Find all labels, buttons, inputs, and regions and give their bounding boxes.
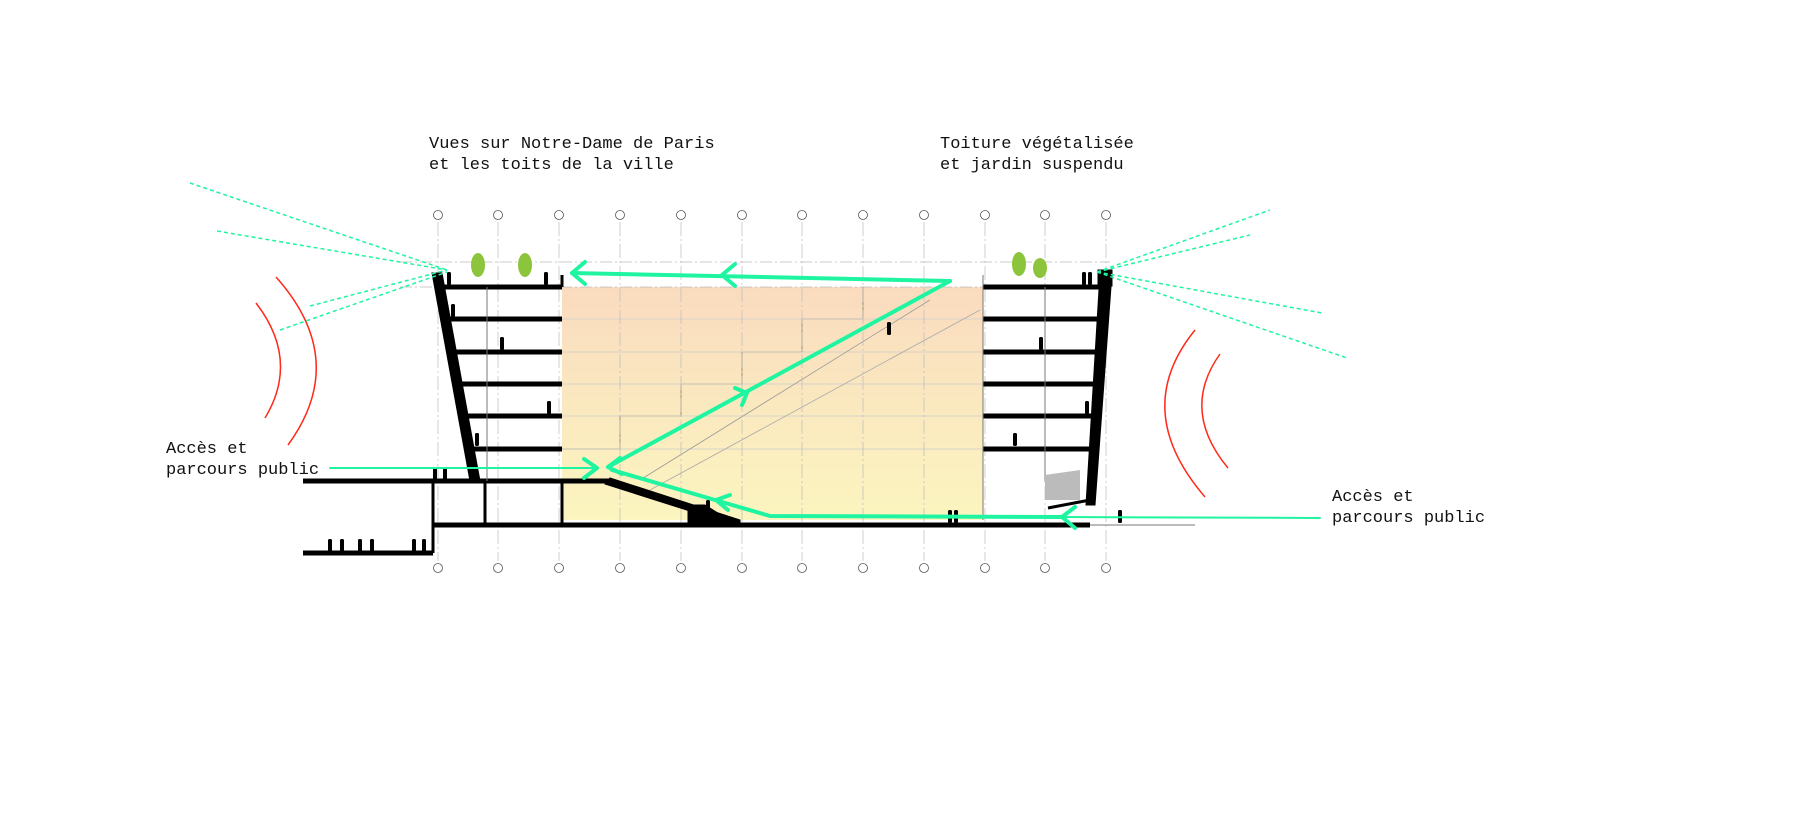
person-icon [1088,272,1092,285]
grid-bubble [919,563,929,573]
grid-bubble [433,563,443,573]
grid-bubble [554,563,564,573]
grid-bubble [1101,563,1111,573]
grid-bubble [980,210,990,220]
grid-bubble [615,210,625,220]
grid-bubble [858,563,868,573]
tree-icon [1012,252,1026,276]
grid-bubble [554,210,564,220]
grid-bubble [433,210,443,220]
right-facade-wall [1085,272,1113,506]
views-label-line2: et les toits de la ville [429,156,674,175]
tree-icon [518,253,532,277]
grid-bubble [676,210,686,220]
person-icon [340,539,344,552]
grid-bubble [615,563,625,573]
person-icon [887,322,891,335]
level-lines [400,261,1110,288]
atrium [562,287,983,520]
person-icon [328,539,332,552]
person-icon [370,539,374,552]
grid-bubble [919,210,929,220]
person-icon [447,272,451,285]
grid-bubble [797,563,807,573]
person-icon [1013,433,1017,446]
views-label-line1: Vues sur Notre-Dame de Paris [429,135,715,154]
person-icon [500,337,504,350]
grid-bubble [858,210,868,220]
access-right-line2: parcours public [1332,509,1485,528]
person-icon [443,467,447,480]
grid-bubble [493,210,503,220]
roof-label-line1: Toiture végétalisée [940,135,1134,154]
access-right-line1: Accès et [1332,488,1414,507]
roof-label-line2: et jardin suspendu [940,156,1124,175]
grid-bubble [1101,210,1111,220]
tree-icon [1033,258,1047,278]
person-icon [451,304,455,317]
person-icon [433,467,437,480]
access-left-line2: parcours public [166,461,319,480]
grid-bubble [980,563,990,573]
sound-arcs [255,276,1229,498]
grid-bubble [737,563,747,573]
person-icon [358,539,362,552]
view-lines [189,182,1348,359]
grid-bubble [797,210,807,220]
person-icon [412,539,416,552]
access-left-line1: Accès et [166,440,248,459]
grid-bubble [1040,210,1050,220]
person-icon [1039,337,1043,350]
circulation-arrows [329,260,1321,530]
roof-trees [471,252,1047,278]
person-icon [706,500,710,513]
grid-bubble [676,563,686,573]
person-icon [475,433,479,446]
tree-icon [471,253,485,277]
person-icon [544,272,548,285]
person-icon [422,539,426,552]
grid-bubble [1040,563,1050,573]
person-icon [1085,401,1089,414]
person-icon [1082,272,1086,285]
person-icon [547,401,551,414]
structure [303,269,1195,556]
grid-bubble [737,210,747,220]
grid-bubble [493,563,503,573]
